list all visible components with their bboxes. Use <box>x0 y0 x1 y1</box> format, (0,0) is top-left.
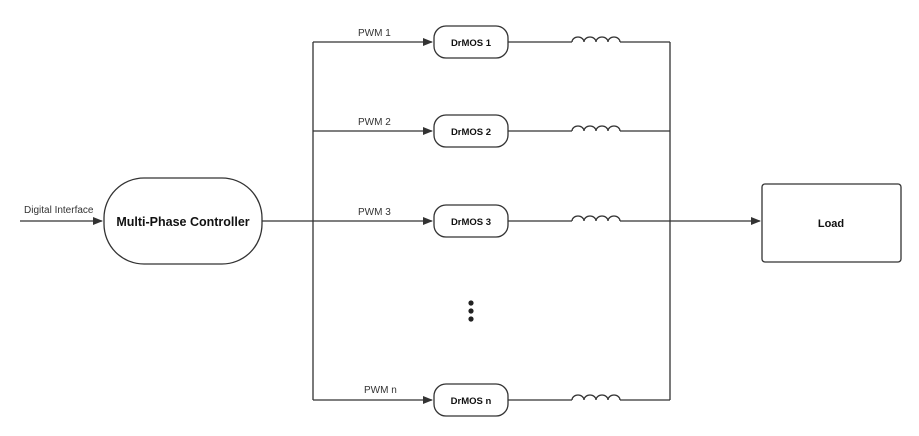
vertical-ellipsis-icon <box>468 300 474 322</box>
inductor-3-icon <box>571 215 621 222</box>
phase-3: PWM 3 DrMOS 3 <box>313 204 670 238</box>
controller-block: Multi-Phase Controller <box>103 177 263 265</box>
inductor-1-icon <box>571 36 621 43</box>
load-label: Load <box>818 218 844 230</box>
controller-label: Multi-Phase Controller <box>116 215 249 229</box>
pwm-n-label: PWM n <box>364 385 397 396</box>
phase-n: PWM n DrMOS n <box>313 383 670 417</box>
input-label: Digital Interface <box>24 205 94 216</box>
drmos-1-label: DrMOS 1 <box>451 38 492 49</box>
load-block: Load <box>761 183 902 263</box>
phase-2: PWM 2 DrMOS 2 <box>313 114 670 148</box>
drmos-n-label: DrMOS n <box>451 396 492 407</box>
pwm-3-label: PWM 3 <box>358 207 391 218</box>
drmos-2-label: DrMOS 2 <box>451 127 491 138</box>
inductor-n-icon <box>571 394 621 401</box>
drmos-3-label: DrMOS 3 <box>451 217 491 228</box>
pwm-1-label: PWM 1 <box>358 28 391 39</box>
pwm-2-label: PWM 2 <box>358 117 391 128</box>
load-box <box>761 183 902 263</box>
inductor-2-icon <box>571 125 621 132</box>
phase-1: PWM 1 DrMOS 1 <box>313 25 670 59</box>
